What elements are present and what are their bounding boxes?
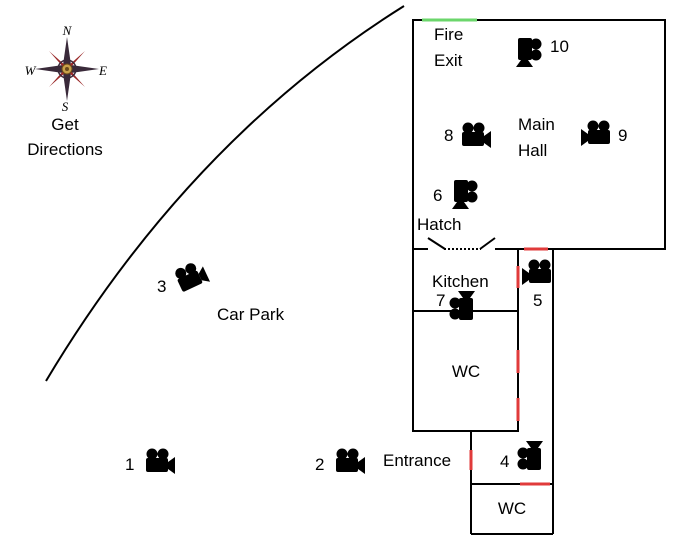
entrance-label: Entrance (383, 451, 451, 470)
camera-8-number: 8 (444, 126, 453, 145)
hatch-opening (427, 237, 496, 251)
camera-2-icon (336, 448, 365, 474)
camera-5-number: 5 (533, 291, 542, 310)
road-curve (45, 5, 405, 382)
camera-6-icon (452, 180, 478, 209)
camera-4-icon (517, 441, 543, 470)
camera-1[interactable]: 1 (125, 448, 175, 475)
compass-north-label: N (62, 23, 73, 38)
camera-5-icon (522, 259, 551, 285)
camera-4-number: 4 (500, 452, 509, 471)
hatch-label: Hatch (417, 215, 461, 234)
compass-west-label: W (25, 63, 37, 78)
main-hall-label-line1: Main (518, 115, 555, 134)
main-hall-label-line2: Hall (518, 141, 547, 160)
compass-star-icon (35, 37, 99, 101)
camera-2[interactable]: 2 (315, 448, 365, 475)
compass-rose[interactable]: N S E W (25, 23, 107, 114)
camera-2-number: 2 (315, 455, 324, 474)
car-park-label: Car Park (217, 305, 285, 324)
compass-east-label: E (98, 63, 107, 78)
camera-9-number: 9 (618, 126, 627, 145)
door-markers (469, 247, 550, 486)
camera-10[interactable]: 10 (516, 37, 569, 67)
get-directions-label-line1[interactable]: Get (51, 115, 79, 134)
fire-exit-label-line1: Fire (434, 25, 463, 44)
camera-9-icon (581, 120, 610, 146)
camera-9[interactable]: 9 (581, 120, 627, 147)
camera-8-icon (462, 122, 491, 148)
camera-6-number: 6 (433, 186, 442, 205)
get-directions-label-line2[interactable]: Directions (27, 140, 103, 159)
camera-7[interactable]: 7 (436, 291, 475, 320)
camera-3[interactable]: 3 (157, 258, 211, 296)
camera-10-icon (516, 38, 542, 67)
fire-exit-label-line2: Exit (434, 51, 463, 70)
compass-south-label: S (62, 99, 69, 114)
camera-10-number: 10 (550, 37, 569, 56)
wc-lower-label: WC (498, 499, 526, 518)
kitchen-label: Kitchen (432, 272, 489, 291)
camera-1-number: 1 (125, 455, 134, 474)
camera-7-number: 7 (436, 291, 445, 310)
wc-upper-label: WC (452, 362, 480, 381)
camera-7-icon (449, 291, 475, 320)
camera-3-icon (172, 258, 211, 295)
camera-1-icon (146, 448, 175, 474)
camera-8[interactable]: 8 (444, 122, 491, 149)
camera-3-number: 3 (157, 277, 166, 296)
camera-6[interactable]: 6 (433, 180, 478, 209)
camera-4[interactable]: 4 (500, 441, 543, 471)
camera-5[interactable]: 5 (522, 259, 551, 311)
